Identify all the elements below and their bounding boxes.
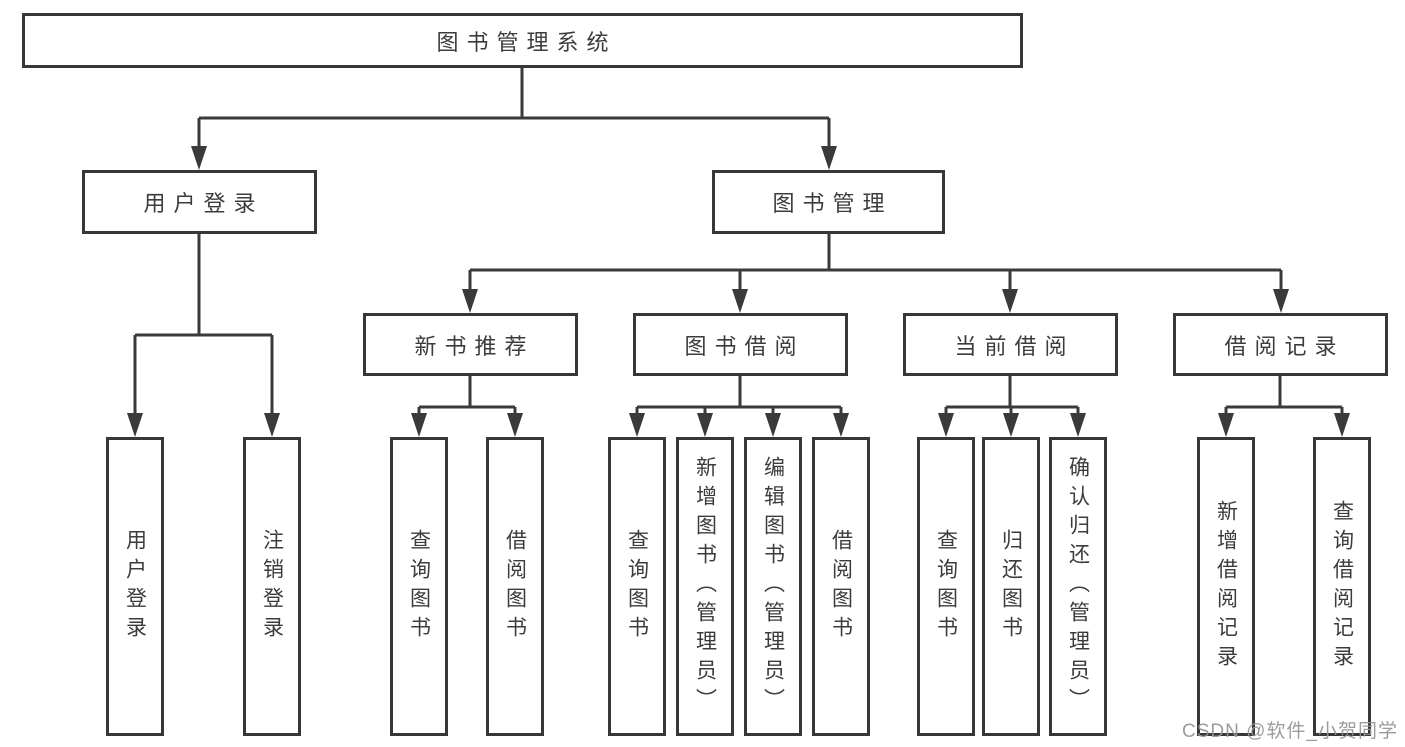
leaf-borrow-book: 借阅图书	[812, 437, 870, 736]
leaf-add-book-admin: 新增图书（管理员）	[676, 437, 734, 736]
leaf-label: 查询图书	[625, 528, 649, 645]
leaf-return-book: 归还图书	[982, 437, 1040, 736]
leaf-query-book-current: 查询图书	[917, 437, 975, 736]
leaf-label: 用户登录	[123, 528, 147, 645]
node-new-book-recommendation: 新书推荐	[363, 313, 578, 376]
leaf-label: 新增借阅记录	[1214, 499, 1238, 674]
leaf-confirm-return-admin: 确认归还（管理员）	[1049, 437, 1107, 736]
node-label: 图书借阅	[684, 333, 805, 359]
node-label: 用户登录	[143, 191, 264, 216]
leaf-logout: 注销登录	[243, 437, 301, 736]
leaf-label: 查询图书	[934, 528, 958, 645]
leaf-query-borrow-record: 查询借阅记录	[1313, 437, 1371, 736]
node-current-borrowing: 当前借阅	[903, 313, 1118, 376]
node-book-management: 图书管理	[712, 170, 945, 234]
node-label: 图书管理	[772, 191, 893, 216]
leaf-borrow-book-recommend: 借阅图书	[486, 437, 544, 736]
leaf-query-book-borrowing: 查询图书	[608, 437, 666, 736]
node-label: 借阅记录	[1224, 333, 1345, 359]
leaf-add-borrow-record: 新增借阅记录	[1197, 437, 1255, 736]
leaf-label: 新增图书（管理员）	[693, 456, 717, 717]
leaf-label: 借阅图书	[829, 528, 853, 645]
node-label: 新书推荐	[414, 333, 535, 359]
node-borrowing-records: 借阅记录	[1173, 313, 1388, 376]
leaf-label: 查询图书	[407, 528, 431, 645]
leaf-label: 归还图书	[999, 528, 1023, 645]
leaf-label: 确认归还（管理员）	[1066, 456, 1090, 717]
leaf-label: 查询借阅记录	[1330, 499, 1354, 674]
node-label: 当前借阅	[954, 333, 1075, 359]
node-book-borrowing: 图书借阅	[633, 313, 848, 376]
csdn-watermark: CSDN @软件_小贺同学	[1182, 721, 1398, 742]
node-library-management-system: 图书管理系统	[22, 13, 1023, 68]
node-user-login: 用户登录	[82, 170, 317, 234]
leaf-label: 借阅图书	[503, 528, 527, 645]
node-label: 图书管理系统	[436, 29, 617, 55]
leaf-user-login: 用户登录	[106, 437, 164, 736]
leaf-edit-book-admin: 编辑图书（管理员）	[744, 437, 802, 736]
leaf-label: 注销登录	[260, 528, 284, 645]
leaf-query-book-recommend: 查询图书	[390, 437, 448, 736]
leaf-label: 编辑图书（管理员）	[761, 456, 785, 717]
